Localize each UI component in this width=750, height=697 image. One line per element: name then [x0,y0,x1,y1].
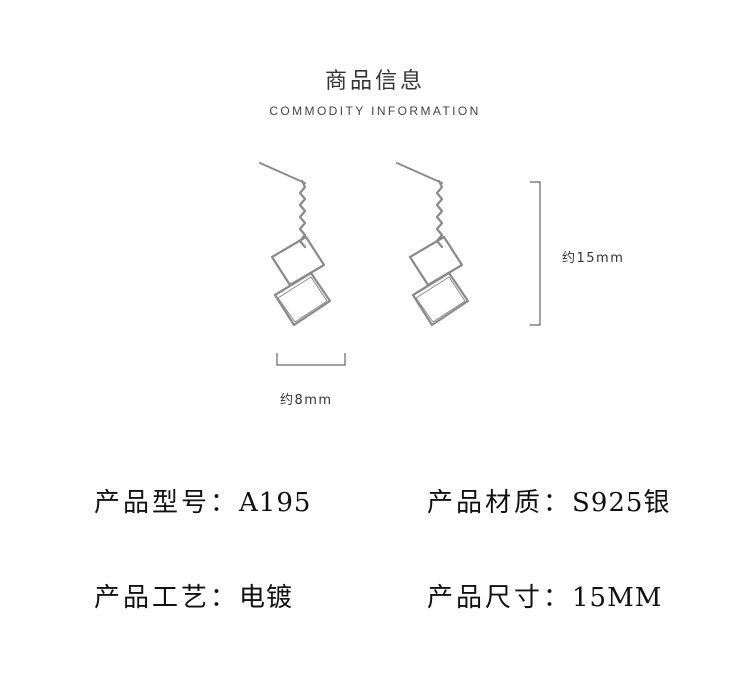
spec-size: 产品尺寸：15MM [427,577,662,614]
spec-process-value: 电镀 [239,583,294,613]
right-earring [396,162,470,327]
earring-pair-icon [259,162,470,327]
section-subtitle: COMMODITY INFORMATION [269,104,481,118]
spec-size-value: 15MM [572,583,663,613]
spec-process: 产品工艺：电镀 [94,577,293,614]
width-label: 约8mm [280,393,333,408]
spec-process-label: 产品工艺： [94,583,240,613]
spec-material: 产品材质：S925银 [427,482,670,519]
height-label: 约15mm [562,251,625,266]
left-earring [259,162,332,327]
spec-material-label: 产品材质： [427,488,573,518]
width-bracket-icon [276,353,346,366]
section-title: 商品信息 [324,69,425,94]
spec-model-value: A195 [239,488,312,518]
spec-material-value: S925银 [572,488,671,518]
spec-model-label: 产品型号： [94,488,240,518]
height-bracket-icon [530,181,541,326]
spec-model: 产品型号：A195 [94,482,311,519]
spec-size-label: 产品尺寸： [427,583,573,613]
